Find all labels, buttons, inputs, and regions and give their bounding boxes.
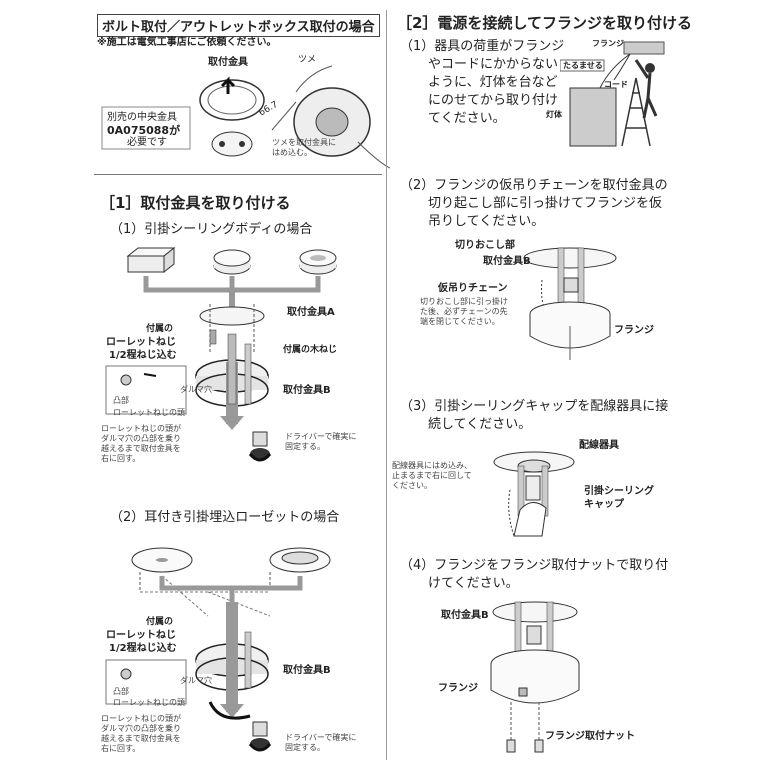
r3-note-l1: 配線器具にはめ込み、 [392,461,472,470]
r2-label-bracket-b: 取付金具B [483,256,531,267]
r4-label-flange: フランジ [438,683,478,694]
label-wood-screw: 付属の木ねじ [283,345,338,355]
tsume-note-l2: はめ込む。 [272,148,312,157]
r4-label-bracket-b: 取付金具B [441,610,489,621]
rosette-label-bracket-b: 取付金具B [283,665,331,676]
r3-note-l2: 止まるまで右に回して [392,471,472,480]
rosette-driver-note-l1: ドライバーで確実に [285,733,357,742]
r3-note-l3: ください。 [392,481,432,490]
rosette-rotate-note-l3: 越えるまで取付金具を [101,734,181,743]
rosette-knurl-label-l3: 1/2程ねじ込む [109,643,177,654]
label-bracket-a: 取付金具A [287,307,335,318]
step1-title: （1）引掛シーリングボディの場合 [110,222,313,237]
r-step1-l5: てください。 [428,111,506,126]
ladder-support-figure [560,41,665,147]
r-step3-l1: （3）引掛シーリングキャップを配線器具に接 [400,399,669,414]
section1-title: ［1］取付金具を取り付ける [100,194,291,212]
r1-label-tarumase: たるませる [563,61,603,70]
r2-chain-note-l3: 端を閉じてください。 [420,317,500,326]
rosette-rotate-note-l1: ローレットねじの頭が [101,714,181,723]
r2-label-kirioko: 切りおこし部 [455,240,515,251]
r-step4-l1: （4）フランジをフランジ取付ナットで取り付 [400,558,669,573]
r1-label-flange: フランジ [592,39,624,48]
rosette-knurl-label-l2: ローレットねじ [106,630,176,641]
label-tsume: ツメ [298,55,317,65]
inset-daruma: ダルマ穴 [180,385,212,394]
bolt-outlet-header: ボルト取付／アウトレットボックス取付の場合 [97,14,380,37]
ceiling-cap-figure [493,451,575,537]
section-divider [94,174,382,175]
r-step1-l4: にのせてから取り付け [428,93,559,108]
rosette-knurl-label-l1: 付属の [146,617,174,627]
r3-label-cap-l1: 引掛シーリング [584,486,654,497]
label-bracket-b: 取付金具B [283,385,331,396]
knurl-screw-label-l1: 付属の [146,324,174,334]
label-bracket: 取付金具 [208,57,248,68]
inset-totsu: 凸部 [113,396,129,405]
r4-label-nut: フランジ取付ナット [545,731,635,742]
r-step3-l2: 続してください。 [428,417,532,432]
column-divider [386,10,387,760]
r-step2-l1: （2）フランジの仮吊りチェーンを取付金具の [400,178,668,193]
rosette-inset-daruma: ダルマ穴 [180,676,212,685]
rotate-note-l3: 越えるまで取付金具を [101,444,181,453]
r2-label-chain: 仮吊りチェーン [438,283,508,294]
r3-label-cap-l2: キャップ [584,499,624,510]
r2-chain-note-l2: た後、必ずチェーンの先 [420,307,508,316]
rosette-rotate-note-l2: ダルマ穴の凸部を乗り [101,724,181,733]
r1-label-cord: コード [604,80,628,89]
callout-center-fitting-l1: 別売の中央金具 [107,112,177,123]
r-step2-l2: 切り起こし部に引っ掛けてフランジを仮 [428,196,663,211]
ceiling-body-install-figure [105,246,337,462]
step2-title: （2）耳付き引掛埋込ローゼットの場合 [110,510,340,525]
driver-note-l1: ドライバーで確実に [285,432,357,441]
r-step2-l3: 吊りしてください。 [428,214,545,229]
r1-label-body: 灯体 [546,110,562,119]
callout-center-fitting-l2: 0A075088が [107,124,181,137]
knurl-screw-label-l3: 1/2程ねじ込む [109,350,177,361]
r-step1-l1: （1）器具の荷重がフランジ [400,39,565,54]
inset-screw-head: ローレットねじの頭 [113,408,185,417]
rotate-note-l2: ダルマ穴の凸部を乗り [101,434,181,443]
rosette-rotate-note-l4: 右に回す。 [101,744,141,753]
rosette-inset-screw-head: ローレットねじの頭 [113,698,185,707]
section2-title: ［2］電源を接続してフランジを取り付ける [397,14,692,32]
contractor-note: ※施工は電気工事店にご依頼ください。 [97,37,277,48]
rotate-note-l1: ローレットねじの頭が [101,424,181,433]
r2-chain-note-l1: 切りおこし部に引っ掛け [420,297,508,306]
driver-note-l2: 固定する。 [285,442,325,451]
flange-nut-figure [490,601,580,753]
callout-center-fitting-l3: 必要です [127,137,167,148]
rosette-install-figure [105,547,331,752]
rosette-driver-note-l2: 固定する。 [285,743,325,752]
rotate-note-l4: 右に回す。 [101,454,141,463]
bracket-center-fitting-figure [101,65,390,169]
tsume-note-l1: ツメを取付金具に [272,138,336,147]
knurl-screw-label-l2: ローレットねじ [106,337,176,348]
rosette-inset-totsu: 凸部 [113,687,129,696]
r3-label-fixture: 配線器具 [579,440,619,451]
r-step1-l2: やコードにかからない [428,57,559,72]
r2-label-flange: フランジ [614,325,654,336]
r-step1-l3: ように、灯体を台など [428,75,558,90]
temporary-chain-figure [523,247,617,360]
r-step4-l2: けてください。 [428,576,519,591]
